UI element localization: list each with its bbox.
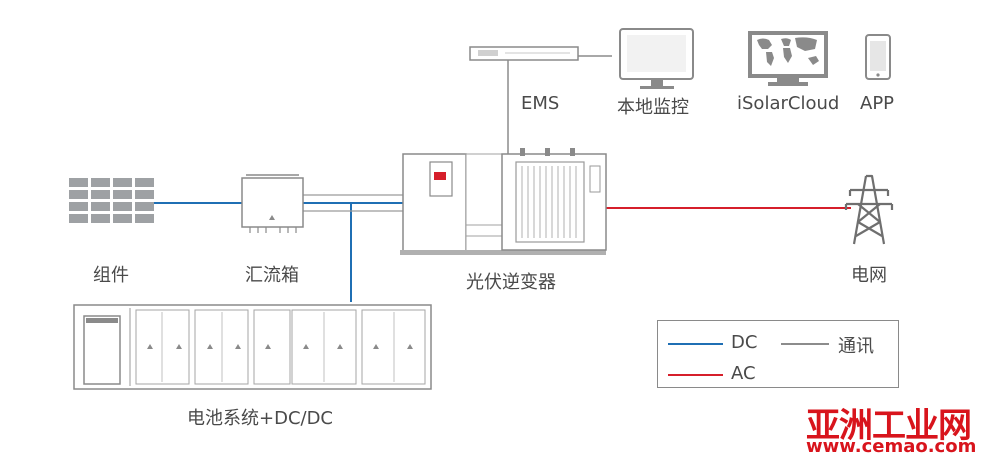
pv-module-label: 组件 [93,265,129,286]
local-monitor-label: 本地监控 [617,97,689,118]
watermark-brand: 亚洲工业网 [806,406,972,446]
watermark-url: www.cemao.com [806,436,977,457]
battery-system-label: 电池系统+DC/DC [187,408,334,429]
legend: DC 通讯 AC [657,320,899,388]
ac-legend-swatch [668,374,723,376]
app-label: APP [860,93,895,114]
comm-legend-swatch [781,343,829,345]
transmission-tower-icon [844,174,894,245]
solar-panel-icon [69,178,154,223]
combiner-box-label: 汇流箱 [245,265,299,286]
pv-inverter-label: 光伏逆变器 [466,272,556,293]
ac-legend-label: AC [731,363,756,384]
monitor-icon [619,28,694,89]
dc-legend-label: DC [731,332,758,353]
dc-bus-outline [303,194,403,212]
ems-label: EMS [521,93,560,114]
cloud-label: iSolarCloud [737,93,840,114]
cloud-monitor-icon [748,31,828,86]
comm-lines [507,55,612,158]
ems-device-icon [469,46,579,61]
transformer-icon [501,148,607,251]
grid-label: 电网 [851,265,887,286]
battery-container-icon [73,304,432,390]
inverter-icon [400,153,606,255]
phone-icon [865,34,891,80]
dc-legend-swatch [668,343,723,345]
comm-legend-label: 通讯 [838,336,874,357]
dc-lines [154,202,403,302]
combiner-box-icon [241,174,304,233]
